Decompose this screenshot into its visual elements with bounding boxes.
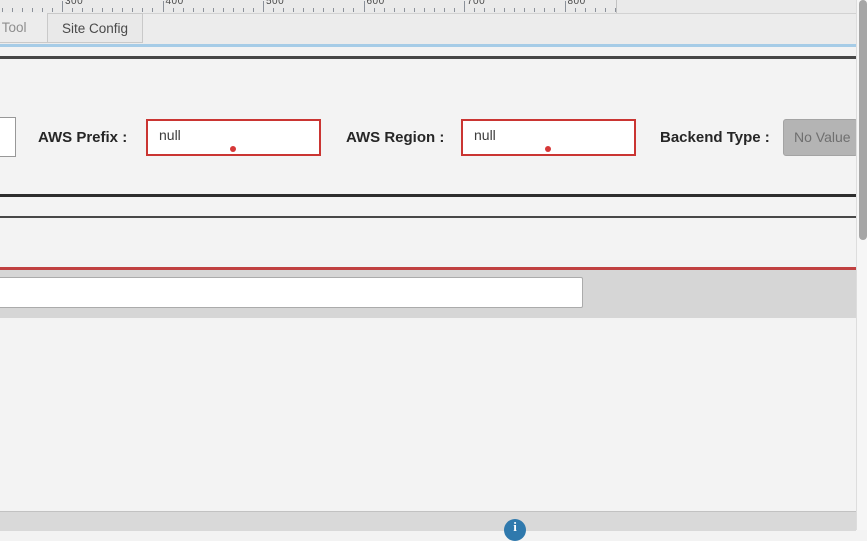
ruler-minor-tick — [534, 8, 536, 12]
input-strip — [0, 269, 856, 318]
ruler-minor-tick — [423, 8, 425, 12]
ruler-minor-tick — [72, 8, 74, 12]
backend-type-select[interactable]: No Value — [783, 119, 858, 156]
info-icon: i — [513, 519, 517, 534]
ruler-minor-tick — [333, 8, 335, 12]
ruler-label: 800 — [567, 0, 586, 7]
validation-dot-icon — [230, 146, 236, 152]
ruler-minor-tick — [584, 8, 586, 12]
ruler-minor-tick — [82, 8, 84, 12]
ruler-label: 600 — [366, 0, 385, 7]
ruler-minor-tick — [323, 8, 325, 12]
ruler-minor-tick — [11, 8, 13, 12]
ruler-minor-tick — [152, 8, 154, 12]
separator-middle-1 — [0, 194, 856, 197]
strip-text-input[interactable] — [0, 277, 583, 308]
ruler-minor-tick — [1, 8, 3, 12]
ruler-minor-tick — [504, 8, 506, 12]
ruler-minor-tick — [212, 8, 214, 12]
ruler-minor-tick — [192, 8, 194, 12]
ruler-minor-tick — [102, 8, 104, 12]
ruler-minor-tick — [252, 8, 254, 12]
ruler-minor-tick — [222, 8, 224, 12]
ruler-minor-tick — [544, 8, 546, 12]
ruler-label: 300 — [65, 0, 84, 7]
left-edge-field[interactable] — [0, 117, 16, 157]
ruler-minor-tick — [21, 8, 23, 12]
ruler-minor-tick — [494, 8, 496, 12]
ruler-minor-tick — [383, 8, 385, 12]
ruler-minor-tick — [474, 8, 476, 12]
ruler-major-tick — [62, 1, 63, 12]
ruler-major-tick — [464, 1, 465, 12]
bottom-bar — [0, 511, 856, 531]
separator-middle-2 — [0, 215, 856, 218]
ruler-minor-tick — [232, 8, 234, 12]
ruler-minor-tick — [293, 8, 295, 12]
ruler-minor-tick — [182, 8, 184, 12]
ruler-minor-tick — [343, 8, 345, 12]
ruler-minor-tick — [202, 8, 204, 12]
ruler-minor-tick — [242, 8, 244, 12]
ruler-minor-tick — [41, 8, 43, 12]
ruler-minor-tick — [443, 8, 445, 12]
ruler-minor-tick — [514, 8, 516, 12]
ruler-major-tick — [162, 1, 164, 12]
ruler-minor-tick — [172, 8, 174, 12]
separator-top — [0, 56, 856, 59]
ruler-minor-tick — [574, 8, 576, 12]
ruler-minor-tick — [112, 8, 114, 12]
ruler-minor-tick — [604, 8, 606, 12]
ruler-minor-tick — [524, 8, 526, 12]
tab-site-config[interactable]: Site Config — [47, 13, 143, 43]
ruler-minor-tick — [313, 8, 315, 12]
ruler-minor-tick — [433, 8, 435, 12]
ruler-minor-tick — [142, 8, 144, 12]
ruler: 300 400 500 600 700 800 — [0, 0, 856, 14]
separator-red — [0, 267, 856, 270]
ruler-minor-tick — [31, 8, 33, 12]
scrollbar-thumb[interactable] — [858, 0, 867, 240]
ruler-minor-tick — [453, 8, 455, 12]
info-button[interactable]: i — [504, 519, 526, 541]
vertical-scrollbar[interactable] — [856, 0, 867, 530]
tab-bar: y Tool Site Config — [0, 13, 856, 44]
ruler-minor-tick — [413, 8, 415, 12]
ruler-major-tick — [263, 1, 264, 12]
ruler-minor-tick — [122, 8, 124, 12]
tab-tool[interactable]: y Tool — [0, 13, 48, 43]
ruler-end-divider — [616, 0, 617, 13]
ruler-major-tick — [363, 1, 365, 12]
ruler-minor-tick — [303, 8, 305, 12]
ruler-minor-tick — [373, 8, 375, 12]
ruler-major-tick — [564, 1, 566, 12]
backend-type-label: Backend Type : — [660, 129, 770, 146]
ruler-minor-tick — [403, 8, 405, 12]
tab-site-config-label: Site Config — [61, 20, 129, 36]
aws-region-label: AWS Region : — [346, 129, 445, 146]
ruler-label: 400 — [165, 0, 184, 7]
ruler-minor-tick — [393, 8, 395, 12]
ruler-minor-tick — [594, 8, 596, 12]
ruler-label: 500 — [266, 0, 285, 7]
ruler-minor-tick — [353, 8, 355, 12]
ruler-minor-tick — [614, 8, 616, 12]
ruler-minor-tick — [92, 8, 94, 12]
ruler-minor-tick — [484, 8, 486, 12]
ruler-minor-tick — [132, 8, 134, 12]
header: 300 400 500 600 700 800 y Tool Site Config — [0, 0, 856, 44]
ruler-label: 700 — [467, 0, 486, 7]
ruler-minor-tick — [51, 8, 53, 12]
ruler-minor-tick — [554, 8, 556, 12]
aws-prefix-label: AWS Prefix : — [38, 129, 128, 146]
validation-dot-icon — [545, 146, 551, 152]
ruler-minor-tick — [283, 8, 285, 12]
tab-tool-label: y Tool — [0, 20, 27, 35]
accent-line — [0, 44, 856, 47]
ruler-minor-tick — [273, 8, 275, 12]
